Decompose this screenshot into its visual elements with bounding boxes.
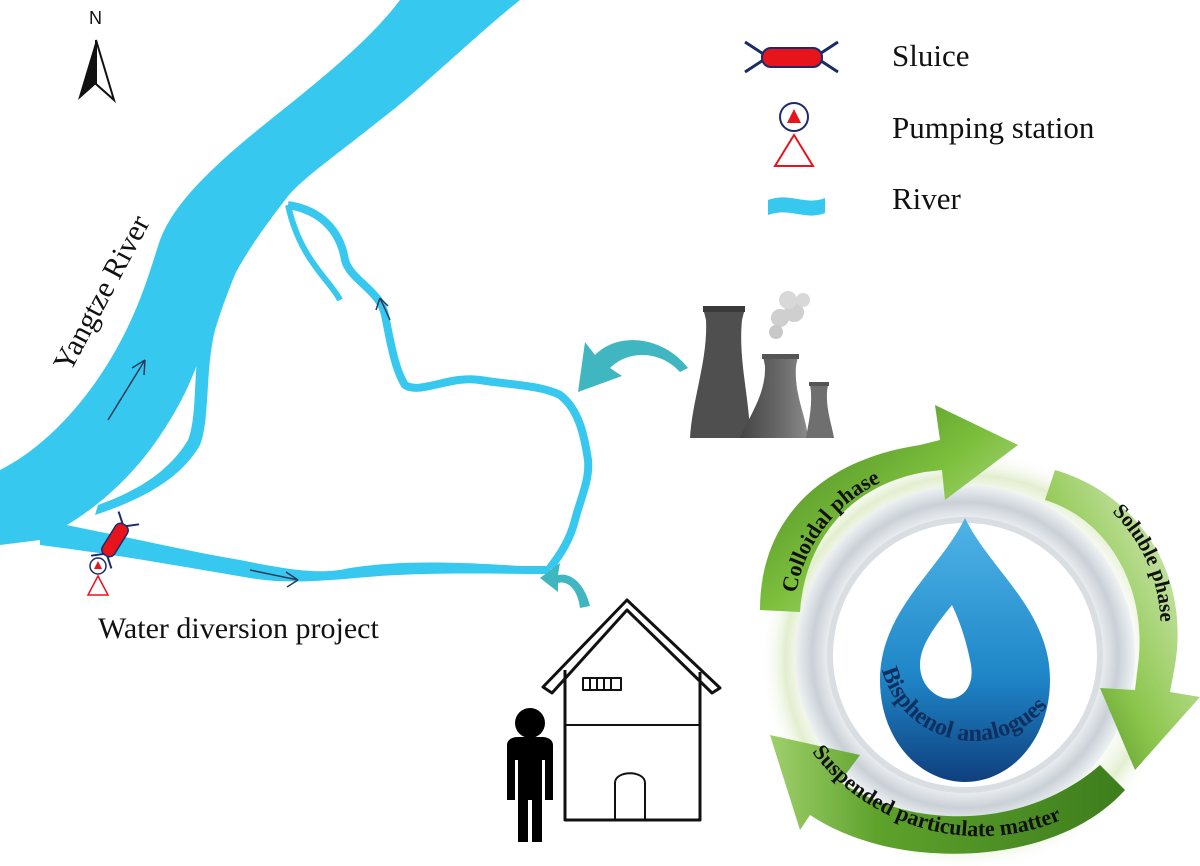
cycle-arrow-top bbox=[760, 405, 1018, 612]
north-arrow bbox=[78, 39, 116, 104]
river-network bbox=[0, 0, 593, 582]
flow-arrows bbox=[107, 297, 391, 588]
north-arrow-right-half bbox=[95, 39, 116, 104]
flow-arrow-loop bbox=[379, 297, 391, 321]
legend-sluice-icon bbox=[744, 40, 839, 74]
sluice-icon bbox=[90, 511, 140, 569]
pumping-station-icon bbox=[86, 557, 110, 596]
factory-icon bbox=[690, 291, 834, 438]
cycle-arrow-bottom bbox=[770, 735, 1125, 854]
flow-arrow-canal bbox=[249, 569, 299, 581]
cycle-arrow-right bbox=[1045, 470, 1200, 770]
water-drop-highlight bbox=[920, 605, 972, 699]
yangtze-river-channel bbox=[0, 0, 520, 545]
phase-cycle: Colloidal phase Soluble phase Suspended … bbox=[760, 405, 1200, 866]
house-icon bbox=[541, 598, 722, 822]
north-arrow-left-half bbox=[78, 40, 96, 100]
legend-label-river: River bbox=[892, 181, 961, 216]
pollution-arrow-house bbox=[540, 563, 590, 608]
flow-arrow-yangtze-head bbox=[131, 359, 146, 376]
legend-label-sluice: Sluice bbox=[892, 38, 970, 73]
legend-pumping-station-icon bbox=[773, 102, 815, 167]
legend-label-pumping-station: Pumping station bbox=[892, 110, 1095, 145]
flow-arrow-canal-head bbox=[285, 571, 299, 588]
loop-channel bbox=[287, 201, 593, 571]
legend-river-icon bbox=[768, 197, 825, 216]
flow-arrow-yangtze bbox=[107, 359, 146, 421]
person-icon bbox=[507, 708, 553, 842]
diversion-canal bbox=[40, 520, 552, 582]
water-diversion-caption: Water diversion project bbox=[98, 612, 379, 645]
flow-arrow-loop-head bbox=[375, 297, 389, 311]
north-label: N bbox=[89, 8, 102, 28]
pollution-arrow-factory bbox=[578, 340, 688, 392]
loop-channel-inner bbox=[285, 204, 343, 302]
yangtze-side-channel bbox=[95, 180, 275, 515]
